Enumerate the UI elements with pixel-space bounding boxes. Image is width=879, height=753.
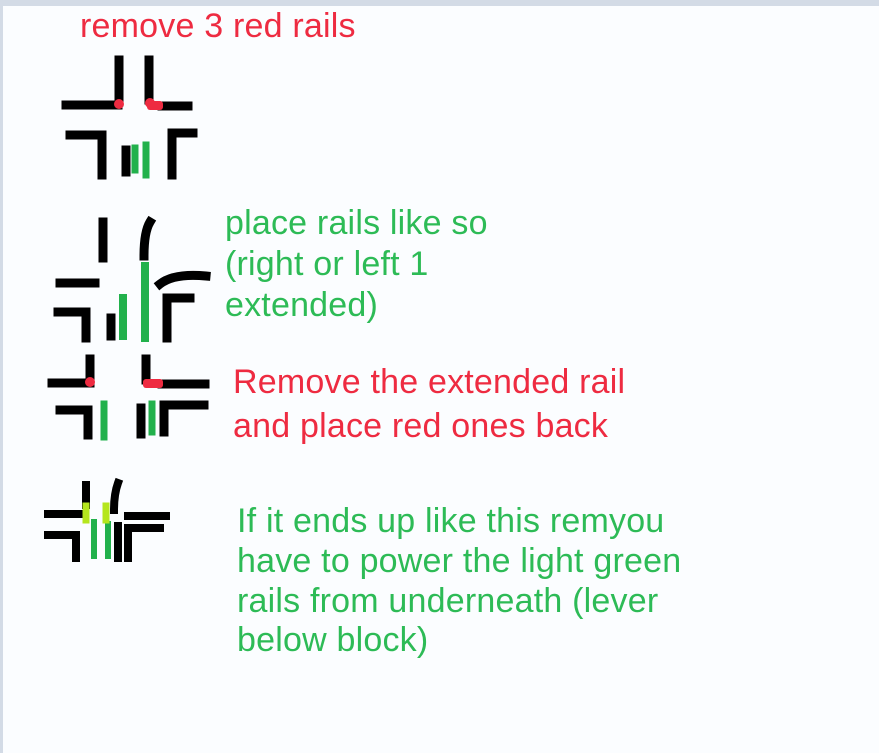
black-rails xyxy=(61,55,198,180)
rail-diagram-1 xyxy=(61,55,198,180)
green-rails xyxy=(91,519,111,559)
red-rails xyxy=(85,377,163,388)
green-rails xyxy=(119,262,149,342)
black-rails xyxy=(53,215,211,343)
black-rails xyxy=(44,477,170,562)
black-rails xyxy=(47,354,210,440)
rail-diagram-3 xyxy=(47,354,210,441)
rail-diagram-2 xyxy=(53,215,211,343)
green-rails xyxy=(131,141,150,179)
step-4-instruction: If it ends up like this remyou have to p… xyxy=(237,502,682,660)
red-rails xyxy=(114,98,163,110)
window-frame-left xyxy=(0,0,3,753)
green-rails xyxy=(100,400,156,441)
window-frame-top xyxy=(0,0,879,6)
step-1-instruction: remove 3 red rails xyxy=(80,7,356,45)
light-green-rails xyxy=(82,502,110,524)
step-2-instruction: place rails like so (right or left 1 ext… xyxy=(225,204,488,324)
rail-diagram-4 xyxy=(44,477,170,562)
step-3-instruction: Remove the extended rail and place red o… xyxy=(233,363,626,446)
